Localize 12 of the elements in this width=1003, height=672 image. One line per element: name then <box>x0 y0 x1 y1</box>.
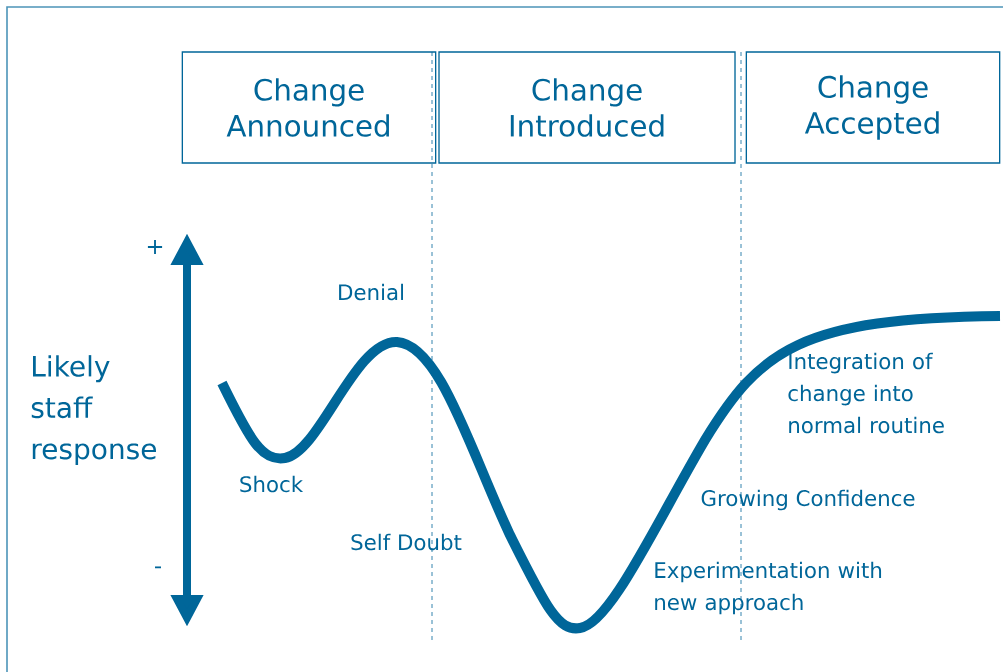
stage-label: Experimentation with new approach <box>655 561 882 615</box>
stage-box: Change Introduced <box>438 51 736 164</box>
stage-label: Denial <box>339 283 403 301</box>
stage-box: Change Announced <box>181 51 437 164</box>
axis-label: Likely staff response <box>31 355 156 465</box>
stage-label: Growing Confidence <box>701 489 915 511</box>
stage-label: Self Doubt <box>351 533 462 551</box>
axis-sign: - <box>155 566 161 569</box>
stage-label: Shock <box>240 475 304 493</box>
axis-sign: + <box>147 239 163 255</box>
stage-label: Integration of change into normal routine <box>788 352 944 434</box>
stage-box: Change Accepted <box>745 51 1001 164</box>
